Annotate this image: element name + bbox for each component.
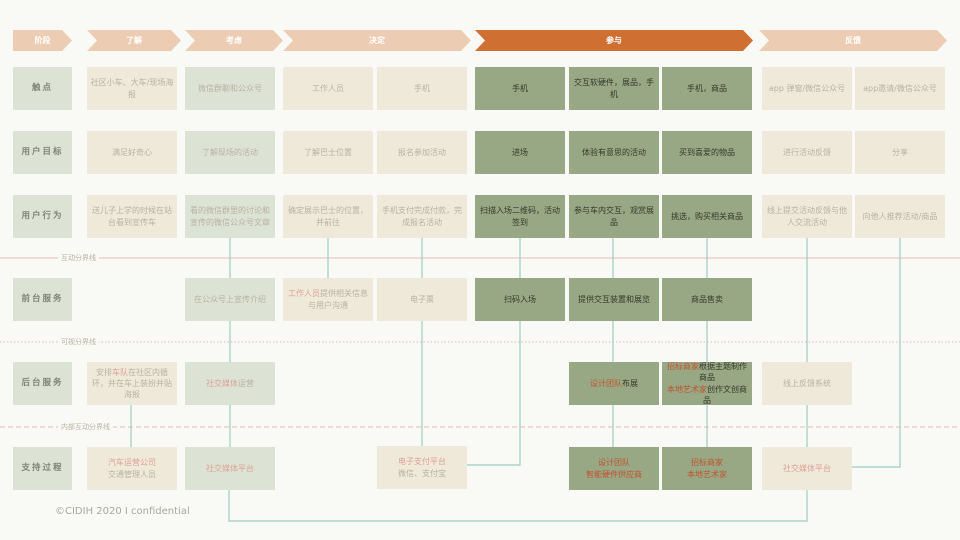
goal-box: 了解巴士位置 <box>283 131 373 174</box>
stage-decide: 决定 <box>283 30 471 51</box>
front-box: 工作人员提供相关信息与用户沟通 <box>283 278 373 321</box>
front-box: 电子票 <box>377 278 467 321</box>
support-box: 电子支付平台微信、支付宝 <box>377 446 467 489</box>
connector <box>421 238 521 466</box>
interaction-line-label: 互动分界线 <box>58 253 99 263</box>
row-label-front: 前台服务 <box>13 278 72 321</box>
touchpoint-box: 社区小车、大车/现场海报 <box>87 67 177 110</box>
touchpoint-box: 手机 <box>377 67 467 110</box>
front-box: 提供交互装置和展览 <box>569 278 659 321</box>
text: 创作文创商品 <box>703 384 747 405</box>
highlight-text: 设计团队 <box>598 458 630 468</box>
row-label-support: 支持过程 <box>13 447 72 490</box>
highlight-text: 设计团队 <box>590 378 622 388</box>
touchpoint-box: 手机 <box>475 67 565 110</box>
touchpoint-box: app邀请/微信公众号 <box>855 67 945 110</box>
touchpoint-box: 微信群聊和公众号 <box>185 67 275 110</box>
highlight-text: 社交媒体平台 <box>206 463 254 473</box>
goal-box: 进场 <box>475 131 565 174</box>
highlight-text: 汽车运营公司 <box>108 458 156 468</box>
touchpoint-box: 交互软硬件，展品，手机 <box>569 67 659 110</box>
row-label-goals: 用户目标 <box>13 131 72 174</box>
footer-copyright: ©CIDIH 2020 I confidential <box>55 506 190 517</box>
front-box: 商品售卖 <box>662 278 752 321</box>
back-box: 安排车队在社区内循环，并在车上装扮并贴海报 <box>87 362 177 405</box>
text: 交通管理人员 <box>108 469 156 479</box>
front-box: 在公众号上宣传介绍 <box>185 278 275 321</box>
touchpoint-box: 工作人员 <box>283 67 373 110</box>
support-box: 招标商家本地艺术家 <box>662 447 752 490</box>
connector <box>228 238 808 522</box>
action-box: 手机支付完成付款，完成报名活动 <box>377 195 467 238</box>
internal-line-label: 内部互动分界线 <box>58 422 113 432</box>
support-box: 社交媒体平台 <box>185 447 275 490</box>
action-box: 扫描入场二维码，活动签到 <box>475 195 565 238</box>
action-box: 看的微信群里的讨论和宣传的微信公众号文章 <box>185 195 275 238</box>
highlight-text: 招标商家 <box>691 458 723 468</box>
row-label-back: 后台服务 <box>13 362 72 405</box>
back-box: 社交媒体运营 <box>185 362 275 405</box>
goal-box: 进行活动反馈 <box>762 131 852 174</box>
action-box: 送儿子上学的时候在站台看到宣传车 <box>87 195 177 238</box>
visibility-line-label: 可视分界线 <box>58 337 99 347</box>
support-box: 社交媒体平台 <box>762 447 852 490</box>
text: 提供相关信息与用户沟通 <box>308 289 368 310</box>
highlight-text: 本地艺术家 <box>667 384 707 394</box>
action-box: 确定展示巴士的位置，并前往 <box>283 195 373 238</box>
stage-feedback: 反馈 <box>759 30 947 51</box>
touchpoint-box: 手机，商品 <box>662 67 752 110</box>
text: 微信、支付宝 <box>398 468 446 478</box>
highlight-text: 招标商家 <box>667 362 699 372</box>
action-box: 线上提交活动反馈与他人交流活动 <box>762 195 852 238</box>
text: 根据主题制作商品 <box>699 362 747 383</box>
touchpoint-box: app 弹窗/微信公众号 <box>762 67 852 110</box>
goal-box: 买到喜爱的物品 <box>662 131 752 174</box>
highlight-text: 社交媒体平台 <box>783 463 831 473</box>
action-box: 向他人推荐活动/商品 <box>855 195 945 238</box>
highlight-text: 车队 <box>112 367 128 377</box>
highlight-text: 电子支付平台 <box>398 457 446 467</box>
support-box: 设计团队智能硬件供应商 <box>569 447 659 490</box>
back-box: 线上反馈系统 <box>762 362 852 405</box>
goal-box: 分享 <box>855 131 945 174</box>
text: 布展 <box>622 378 638 388</box>
front-box: 扫码入场 <box>475 278 565 321</box>
goal-box: 满足好奇心 <box>87 131 177 174</box>
highlight-text: 社交媒体 <box>206 378 238 388</box>
row-label-touchpoints: 触点 <box>13 67 72 110</box>
highlight-text: 工作人员 <box>288 289 320 299</box>
text: 在社区内循环，并在车上装扮并贴海报 <box>92 367 172 400</box>
highlight-text: 本地艺术家 <box>687 469 727 479</box>
text: 运营 <box>238 378 254 388</box>
goal-box: 报名参加活动 <box>377 131 467 174</box>
back-box: 设计团队布展 <box>569 362 659 405</box>
goal-box: 了解现场的活动 <box>185 131 275 174</box>
highlight-text: 智能硬件供应商 <box>586 469 642 479</box>
stage-participate: 参与 <box>475 30 753 51</box>
row-label-actions: 用户行为 <box>13 195 72 238</box>
back-box: 招标商家根据主题制作商品本地艺术家创作文创商品 <box>662 362 752 405</box>
action-box: 参与车内交互，观赏展品 <box>569 195 659 238</box>
stage-label: 阶段 <box>13 30 72 51</box>
connector <box>852 238 901 468</box>
goal-box: 体验有意思的活动 <box>569 131 659 174</box>
support-box: 汽车运营公司交通管理人员 <box>87 447 177 490</box>
text: 安排 <box>96 367 112 377</box>
stage-consider: 考虑 <box>185 30 283 51</box>
stage-understand: 了解 <box>87 30 181 51</box>
action-box: 挑选，购买相关商品 <box>662 195 752 238</box>
